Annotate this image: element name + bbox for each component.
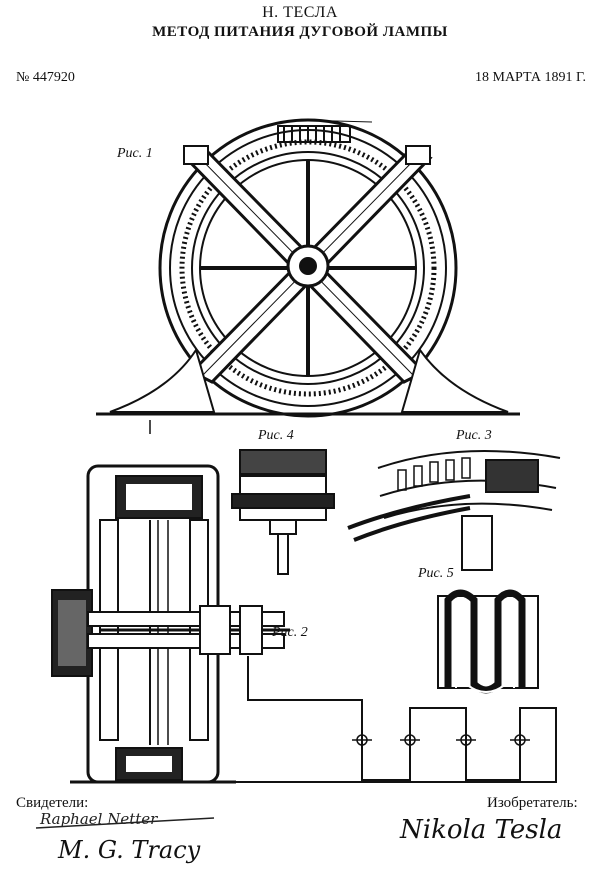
witness-signature-1: Raphael Netter <box>35 810 215 829</box>
figure-1-label: Рис. 1 <box>117 146 153 161</box>
inventor-signature: Nikola Tesla <box>399 815 562 845</box>
fig1-drawing <box>96 118 520 434</box>
fig3-drawing <box>347 450 561 571</box>
patent-date: 18 МАРТА 1891 Г. <box>475 70 586 85</box>
fig4-drawing <box>231 449 335 575</box>
patent-author: Н. ТЕСЛА <box>262 4 338 21</box>
figure-3-label: Рис. 3 <box>456 428 492 443</box>
witness-signature-2: M. G. Tracy <box>57 836 201 864</box>
figure-2-label: Рис. 2 <box>272 625 308 640</box>
witnesses-label: Свидетели: <box>16 795 89 811</box>
svg-text:Raphael Netter: Raphael Netter <box>39 810 158 828</box>
figure-5-label: Рис. 5 <box>418 566 454 581</box>
svg-text:M. G. Tracy: M. G. Tracy <box>57 836 201 864</box>
inventor-label: Изобретатель: <box>487 795 578 811</box>
figure-4-label: Рис. 4 <box>258 428 294 443</box>
patent-number: № 447920 <box>16 70 75 85</box>
patent-title: МЕТОД ПИТАНИЯ ДУГОВОЙ ЛАМПЫ <box>152 24 448 40</box>
fig5-drawing <box>437 589 539 694</box>
svg-text:Nikola Tesla: Nikola Tesla <box>399 815 562 845</box>
fig2-drawing <box>51 464 557 784</box>
